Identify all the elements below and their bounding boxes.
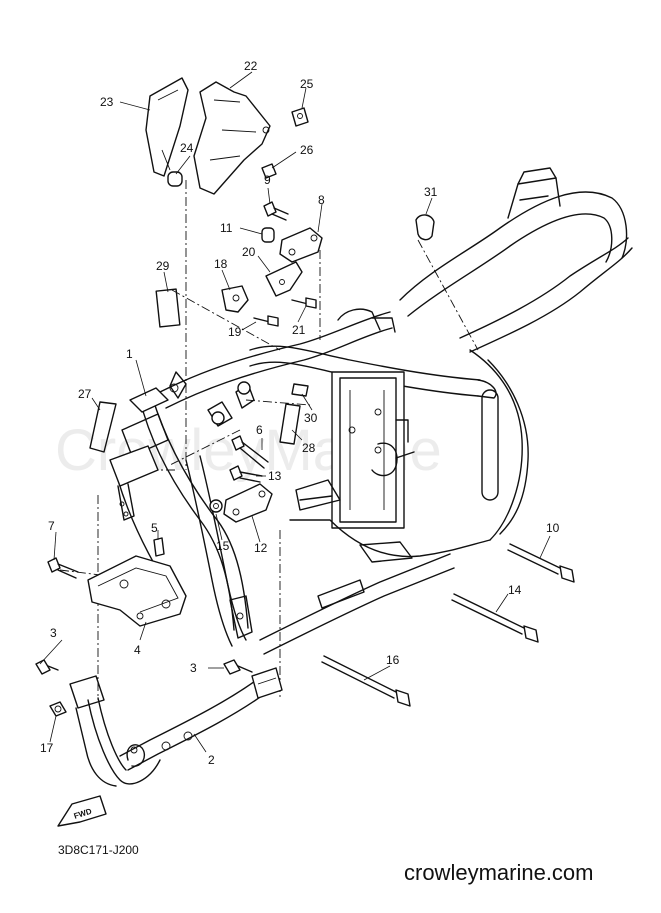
main-frame [109,167,633,655]
callout-22: 22 [244,59,258,73]
callout-26: 26 [300,143,314,157]
alignment-lines [59,180,479,700]
callout-31: 31 [424,185,438,199]
callout-25: 25 [300,77,314,91]
diagram-code: 3D8C171-J200 [58,843,139,857]
hardware [35,107,575,717]
callout-19: 19 [228,325,242,339]
callout-15: 15 [216,539,230,553]
callout-8: 8 [318,193,325,207]
callout-labels: 1 2 3 3 4 5 6 7 8 9 10 11 12 13 14 15 16… [40,59,560,767]
callout-13: 13 [268,469,282,483]
callout-20: 20 [242,245,256,259]
callout-10: 10 [546,521,560,535]
callout-17: 17 [40,741,54,755]
leader-lines [39,71,551,753]
callout-24: 24 [180,141,194,155]
callout-18: 18 [214,257,228,271]
callout-9: 9 [264,173,271,187]
callout-14: 14 [508,583,522,597]
callout-29: 29 [156,259,170,273]
callout-2: 2 [208,753,215,767]
engine-mount-bracket [87,537,187,627]
callout-6: 6 [256,423,263,437]
callout-23: 23 [100,95,114,109]
callout-3-right: 3 [190,661,197,675]
callout-1: 1 [126,347,133,361]
callout-28: 28 [302,441,316,455]
callout-5: 5 [151,521,158,535]
callout-27: 27 [78,387,92,401]
callout-12: 12 [254,541,268,555]
front-lower-cradle [69,667,283,787]
callout-4: 4 [134,643,141,657]
callout-3-left: 3 [50,626,57,640]
callout-21: 21 [292,323,306,337]
callout-16: 16 [386,653,400,667]
fwd-arrow-icon: FWD [57,795,107,827]
side-covers [145,77,271,195]
callout-11: 11 [220,221,233,235]
callout-7: 7 [48,519,55,533]
callout-30: 30 [304,411,318,425]
website-link[interactable]: crowleymarine.com [404,860,594,885]
